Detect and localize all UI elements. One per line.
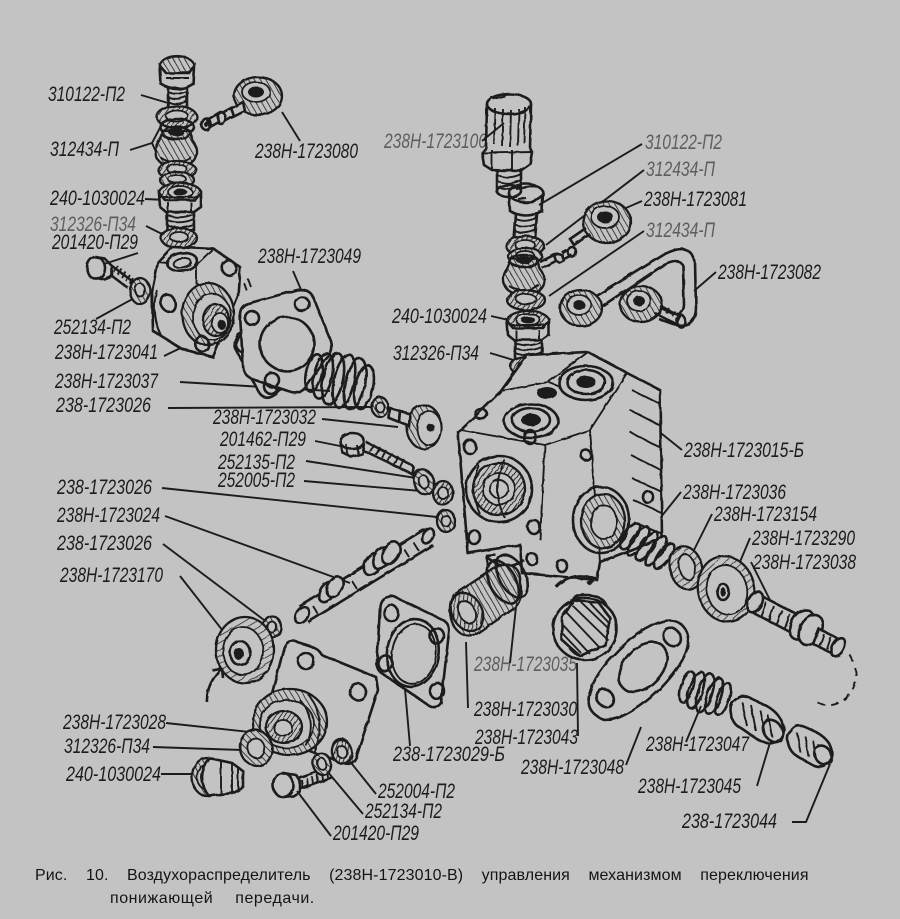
svg-text:238Н-1723080: 238Н-1723080 [254,140,358,163]
svg-text:238Н-1723047: 238Н-1723047 [645,733,750,756]
svg-text:238Н-1723170: 238Н-1723170 [59,564,163,587]
svg-text:238Н-1723035: 238Н-1723035 [473,653,577,676]
svg-text:238Н-1723036: 238Н-1723036 [682,481,786,504]
svg-text:252005-П2: 252005-П2 [217,469,295,492]
svg-text:312434-П: 312434-П [646,219,716,242]
svg-text:238Н-1723154: 238Н-1723154 [713,503,817,526]
svg-text:238Н-1723049: 238Н-1723049 [257,245,361,268]
svg-text:240-1030024: 240-1030024 [65,763,161,786]
svg-text:310122-П2: 310122-П2 [645,131,722,154]
svg-text:310122-П2: 310122-П2 [48,83,125,106]
svg-text:238Н-1723081: 238Н-1723081 [643,188,747,211]
svg-text:238-1723026: 238-1723026 [56,476,152,499]
svg-text:312434-П: 312434-П [50,138,120,161]
svg-text:312326-П34: 312326-П34 [64,735,150,758]
svg-text:238-1723026: 238-1723026 [55,394,151,417]
svg-text:312434-П: 312434-П [646,158,716,181]
svg-text:238Н-1723028: 238Н-1723028 [62,711,166,734]
svg-text:238Н-1723045: 238Н-1723045 [637,775,741,798]
svg-text:238-1723029-Б: 238-1723029-Б [392,743,505,766]
svg-text:252134-П2: 252134-П2 [364,800,442,823]
svg-text:238Н-1723030: 238Н-1723030 [473,698,577,721]
svg-text:238Н-1723037: 238Н-1723037 [54,370,159,393]
svg-text:312326-П34: 312326-П34 [50,213,136,236]
svg-text:240-1030024: 240-1030024 [391,305,487,328]
svg-text:240-1030024: 240-1030024 [49,187,145,210]
svg-text:238Н-1723015-Б: 238Н-1723015-Б [683,439,804,462]
svg-text:238Н-1723048: 238Н-1723048 [520,756,624,779]
svg-text:312326-П34: 312326-П34 [393,342,479,365]
svg-text:252135-П2: 252135-П2 [217,451,295,474]
svg-text:252004-П2: 252004-П2 [377,780,455,803]
svg-text:238Н-1723290: 238Н-1723290 [751,527,855,550]
svg-text:252134-П2: 252134-П2 [53,316,131,339]
svg-text:238Н-1723038: 238Н-1723038 [752,551,856,574]
svg-text:238Н-1723043: 238Н-1723043 [474,726,578,749]
svg-text:201462-П29: 201462-П29 [219,428,306,451]
svg-text:238Н-1723082: 238Н-1723082 [717,261,821,284]
svg-text:238-1723044: 238-1723044 [681,810,777,833]
svg-text:201420-П29: 201420-П29 [51,231,138,254]
svg-text:238-1723026: 238-1723026 [56,532,152,555]
svg-text:238Н-1723041: 238Н-1723041 [54,341,158,364]
svg-text:201420-П29: 201420-П29 [332,822,419,845]
svg-text:238Н-1723024: 238Н-1723024 [56,504,160,527]
svg-text:238Н-1723032: 238Н-1723032 [212,406,316,429]
svg-text:238Н-1723100: 238Н-1723100 [383,130,487,153]
